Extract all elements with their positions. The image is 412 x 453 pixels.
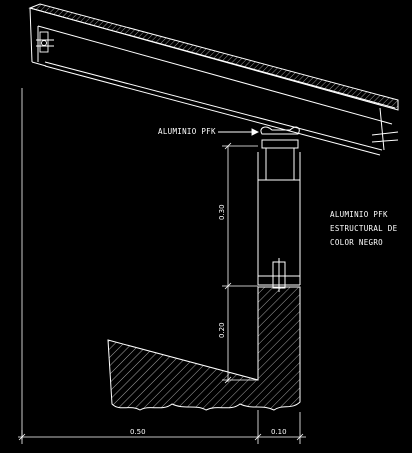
callout-leader [218,128,260,136]
dimension-bottom [18,410,306,444]
column-head-connector [260,126,300,152]
concrete-footing [107,286,301,411]
material-note-line1: ALUMINIO PFK [330,210,388,219]
material-note-line2: ESTRUCTURAL DE [330,224,398,233]
roof-panel [28,3,399,156]
dimension-column-vertical [222,142,258,384]
dimension-overhang-label: 0.50 [130,428,146,436]
dimension-upper-label: 0.30 [218,204,226,220]
material-note-line3: COLOR NEGRO [330,238,383,247]
callout-label: ALUMINIO PFK [158,127,216,136]
roof-bracket [36,31,54,53]
dimension-column-width-label: 0.10 [271,428,287,436]
dimension-lower-label: 0.20 [218,322,226,338]
column [257,152,301,292]
